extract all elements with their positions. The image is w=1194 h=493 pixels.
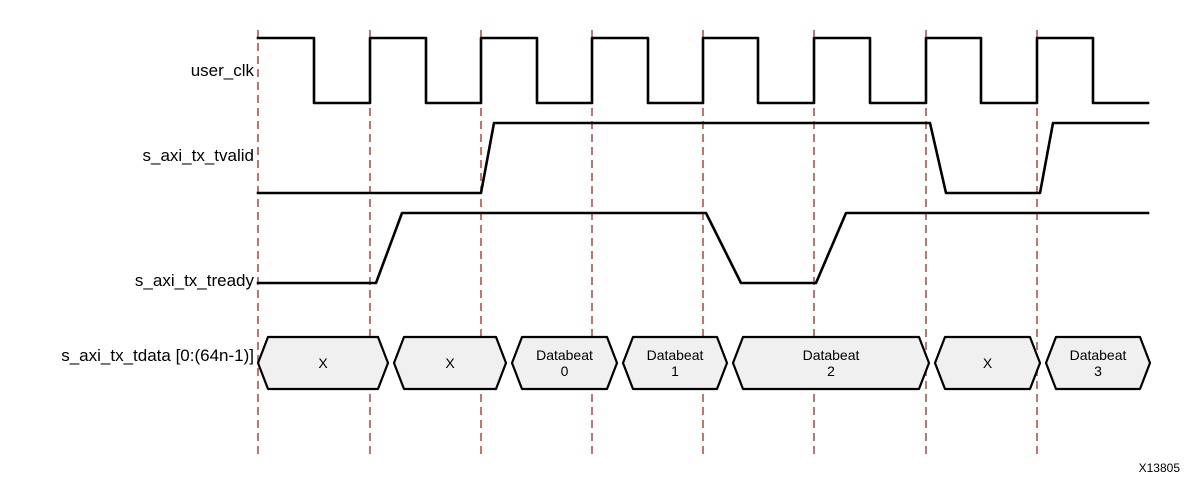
bus-segment (731, 335, 931, 391)
bus-segment (510, 335, 619, 391)
signal-label-s-axi-tx-tvalid: s_axi_tx_tvalid (142, 146, 254, 165)
waveform-s_axi_tx_tready (256, 211, 1150, 285)
bus-segment (621, 335, 729, 391)
bus-segment (256, 335, 390, 391)
bus-segment-label: X (318, 355, 328, 371)
signal-label-s-axi-tx-tready: s_axi_tx_tready (134, 271, 254, 290)
bus-segment-label: X (983, 355, 993, 371)
signal-label-user-clk: user_clk (190, 61, 254, 80)
bus-segment (1044, 335, 1152, 391)
figure-id: X13805 (1138, 461, 1180, 475)
bus-segment (392, 335, 508, 391)
waveform-user_clk (256, 36, 1150, 105)
bus-segment (933, 335, 1042, 391)
bus-segment-label: X (445, 355, 455, 371)
waveform-s_axi_tx_tvalid (256, 121, 1150, 195)
signal-label-s-axi-tx-tdata: s_axi_tx_tdata [0:(64n-1)] (61, 346, 254, 365)
